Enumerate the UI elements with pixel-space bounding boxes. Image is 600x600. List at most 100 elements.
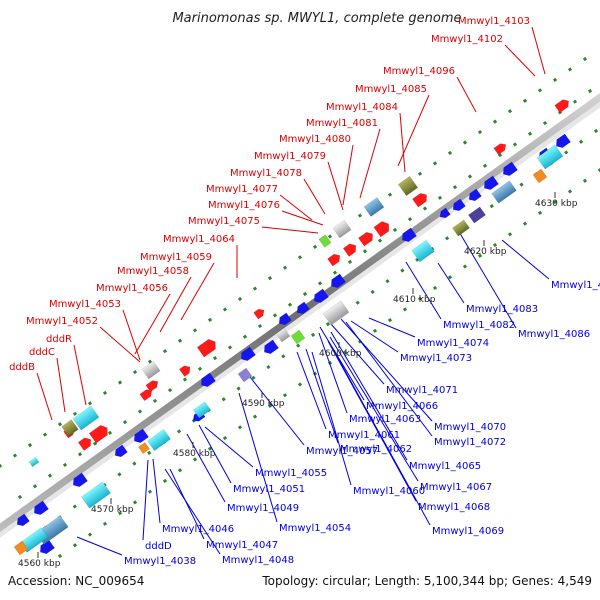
bottom-gene-label: Mmwyl1_4073 (400, 353, 472, 364)
track-dot (267, 403, 273, 408)
track-dot (176, 429, 182, 434)
track-dot (132, 500, 138, 505)
track-dot (355, 300, 360, 305)
track-dot (137, 409, 143, 414)
track-dot (182, 377, 188, 382)
bottom-gene-label: Mmwyl1_4038 (124, 556, 196, 567)
bottom-gene-label: Mmwyl1_4083 (466, 304, 538, 315)
gene-box (138, 442, 150, 454)
reverse-gene-arrow (556, 133, 571, 149)
top-gene-label: Mmwyl1_4075 (188, 216, 260, 227)
bottom-leader-line (437, 262, 465, 304)
track-dot (587, 88, 593, 94)
track-dot (522, 221, 528, 226)
top-gene-label: Mmwyl1_4080 (279, 134, 351, 145)
top-gene-label: dddB (9, 362, 35, 373)
track-dot (537, 210, 543, 215)
forward-gene-arrow (358, 231, 373, 247)
reverse-gene-arrow (201, 372, 216, 388)
track-dot (327, 234, 333, 239)
track-dot (42, 432, 48, 437)
bottom-leader-line (327, 340, 417, 502)
bottom-leader-line (332, 348, 431, 526)
track-dot (372, 328, 378, 333)
forward-gene-arrow (253, 308, 265, 320)
track-dot (297, 382, 303, 387)
gene-box (397, 175, 419, 197)
bottom-gene-label: Mmwyl1_4046 (162, 524, 234, 535)
bottom-gene-label: Mmwyl1_4074 (417, 338, 489, 349)
track-dot (257, 323, 263, 329)
reverse-gene-arrow (439, 207, 451, 219)
track-dot (62, 462, 68, 468)
track-dot (567, 67, 573, 72)
forward-gene-arrow (493, 143, 507, 156)
bottom-gene-label: Mmwyl1_4090 (551, 280, 600, 291)
track-dot (117, 380, 123, 385)
bottom-leader-line (305, 348, 339, 444)
track-dot (227, 345, 233, 350)
scale-tick-label: 4600 kbp (319, 349, 362, 359)
track-dot (282, 393, 288, 398)
track-dot (237, 296, 243, 302)
top-leader-line (342, 144, 354, 206)
bottom-leader-line (368, 317, 416, 338)
gene-box (141, 360, 161, 380)
track-dot (222, 435, 228, 441)
reverse-gene-arrow (468, 188, 482, 202)
reverse-gene-arrow (314, 288, 329, 304)
top-leader-line (531, 26, 546, 75)
track-dot (432, 161, 438, 166)
track-dot (582, 178, 588, 183)
bottom-leader-line (329, 336, 419, 482)
track-dot (357, 213, 363, 218)
gene-box (81, 481, 111, 509)
bottom-leader-line (501, 239, 550, 280)
bottom-gene-label: Mmwyl1_4082 (443, 320, 515, 331)
bottom-leader-line (249, 376, 305, 446)
reverse-gene-arrow (241, 346, 256, 362)
track-dot (432, 285, 438, 291)
bottom-leader-line (164, 468, 221, 555)
track-dot (402, 307, 408, 312)
track-dot (267, 276, 273, 281)
track-dot (422, 206, 428, 211)
track-dot (167, 388, 173, 393)
forward-gene-arrow (77, 437, 92, 451)
track-dot (57, 422, 63, 427)
track-dot (564, 150, 569, 155)
gene-box (363, 197, 385, 217)
track-dot (310, 332, 316, 337)
reverse-gene-arrow (264, 339, 279, 355)
track-dot (237, 425, 243, 430)
track-dot (236, 386, 241, 391)
track-dot (87, 532, 93, 537)
track-dot (72, 504, 77, 509)
forward-gene-arrow (196, 338, 216, 358)
top-gene-label: Mmwyl1_4079 (254, 151, 326, 162)
track-dot (281, 354, 286, 359)
track-dot (489, 204, 494, 209)
accession-text: Accession: NC_009654 (8, 574, 144, 588)
top-leader-line (56, 357, 66, 413)
track-dot (0, 463, 3, 469)
top-gene-label: Mmwyl1_4058 (117, 266, 189, 277)
top-leader-line (36, 372, 53, 421)
gene-box (318, 234, 332, 248)
scale-tick-label: 4560 kbp (18, 559, 61, 569)
top-leader-line (122, 309, 141, 361)
track-dot (12, 453, 18, 458)
bottom-leader-line (457, 229, 517, 329)
top-gene-label: Mmwyl1_4084 (326, 102, 398, 113)
reverse-gene-arrow (452, 198, 466, 212)
bottom-gene-label: Mmwyl1_4061 (328, 430, 400, 441)
track-dot (102, 521, 108, 526)
top-gene-label: Mmwyl1_4085 (355, 84, 427, 95)
bottom-gene-label: Mmwyl1_4069 (432, 526, 504, 537)
track-dot (467, 174, 473, 179)
track-dot (252, 414, 258, 419)
gene-features (13, 99, 571, 556)
bottom-gene-label: Mmwyl1_4055 (255, 468, 327, 479)
track-dot (212, 356, 218, 361)
track-dot (242, 334, 248, 339)
